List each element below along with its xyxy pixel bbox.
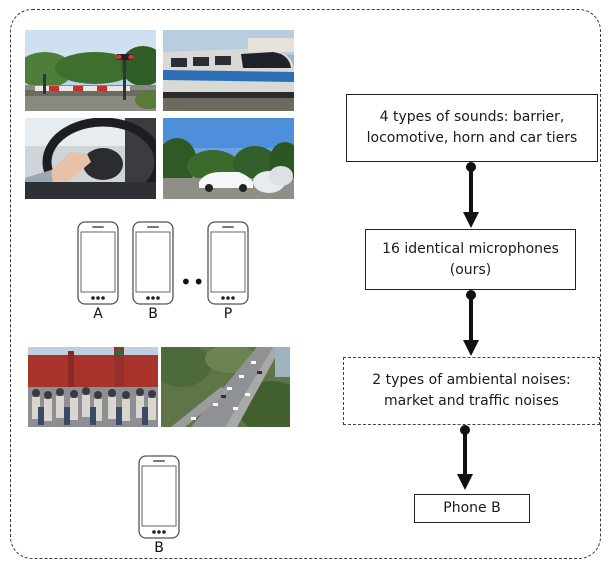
car-horn-photo [25, 118, 156, 199]
phone-label-a: A [93, 306, 103, 322]
arrow-sounds-to-mics [463, 162, 479, 228]
ambient-noises-box: 2 types of ambiental noises: market and … [343, 357, 600, 425]
phone-label-b: B [148, 306, 158, 322]
microphones-box: 16 identical microphones (ours) [365, 229, 576, 290]
diagram-frame [10, 9, 601, 559]
sounds-box: 4 types of sounds: barrier, locomotive, … [346, 94, 598, 162]
traffic-highway-photo [161, 347, 290, 427]
phone-b-box: Phone B [414, 494, 530, 523]
phone-label-p: P [223, 306, 233, 322]
phone-b-bottom-icon [138, 455, 180, 539]
arrow-mics-to-noises [463, 290, 479, 356]
train-locomotive-photo [163, 30, 294, 111]
phone-label-b-bottom: B [154, 540, 164, 556]
phone-b-icon [132, 221, 174, 305]
phone-p-icon [207, 221, 249, 305]
arrow-noises-to-phone [457, 425, 473, 490]
car-tires-photo [163, 118, 294, 199]
phone-a-icon [77, 221, 119, 305]
railway-barrier-photo [25, 30, 156, 111]
market-crowd-photo [28, 347, 158, 427]
